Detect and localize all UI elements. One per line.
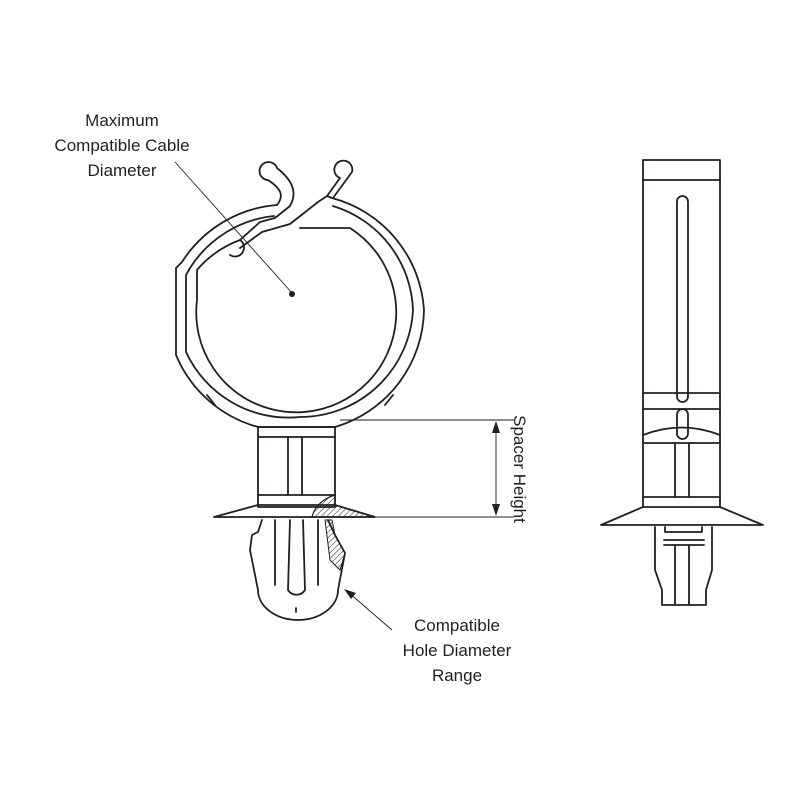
dimension-arrowhead [492, 504, 500, 516]
label-line: Maximum [85, 111, 159, 130]
cable-diameter-label: Maximum Compatible Cable Diameter [22, 108, 222, 183]
outer-ring [175, 195, 425, 428]
side-flange [600, 506, 764, 526]
latch-arm-left [229, 161, 295, 258]
hole-leader-line [347, 591, 393, 631]
latch-arm-right [239, 159, 354, 249]
ring-ribs [206, 394, 394, 406]
spacer-stem [257, 426, 336, 508]
label-line: Hole Diameter [402, 641, 512, 660]
outer-ring-inner-edge [185, 205, 414, 419]
side-curve [642, 426, 721, 436]
label-line: Diameter [87, 161, 157, 180]
label-line: Compatible Cable [54, 136, 190, 155]
side-body [642, 159, 721, 508]
side-slot [676, 195, 689, 403]
flange-section [311, 494, 376, 518]
hole-arrowhead [344, 589, 356, 599]
hole-diameter-label: Compatible Hole Diameter Range [357, 613, 557, 688]
dimension-arrowhead [492, 421, 500, 433]
front-view [174, 159, 425, 631]
side-view [600, 159, 764, 606]
side-slot-short [676, 408, 689, 440]
label-line: Compatible [414, 616, 500, 635]
spacer-height-dimension [340, 419, 514, 518]
snap-clip-section [324, 519, 346, 571]
cable-leader-line [174, 161, 293, 294]
side-snap-clip [654, 526, 713, 606]
label-line: Range [431, 666, 483, 685]
cable-circle [195, 227, 398, 414]
cable-center-dot [289, 291, 295, 297]
snap-clip [249, 519, 346, 621]
